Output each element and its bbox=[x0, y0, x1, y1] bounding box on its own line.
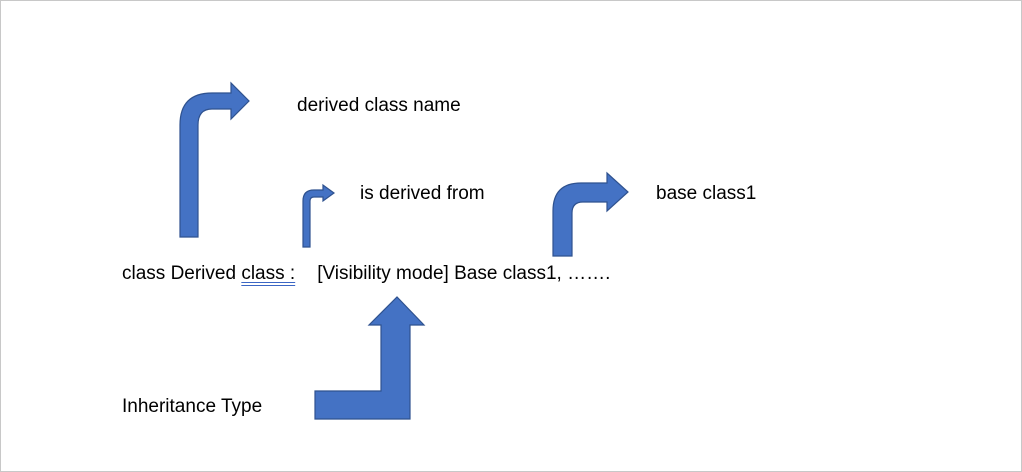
syntax-line: class Derived class : [Visibility mode] B… bbox=[122, 263, 610, 285]
arrow-to-base-class1 bbox=[552, 171, 629, 257]
arrow-to-derived-class-name bbox=[179, 81, 250, 238]
label-base-class1: base class1 bbox=[656, 183, 757, 204]
syntax-class-derived: class Derived bbox=[122, 263, 237, 284]
arrow-inheritance-type bbox=[314, 296, 426, 420]
syntax-class-colon: class : bbox=[241, 263, 296, 284]
arrow-to-is-derived-from bbox=[302, 183, 336, 248]
label-is-derived-from: is derived from bbox=[360, 183, 485, 204]
label-derived-class-name: derived class name bbox=[297, 95, 461, 116]
label-inheritance-type: Inheritance Type bbox=[122, 396, 263, 417]
syntax-visibility-base: [Visibility mode] Base class1, ……. bbox=[317, 263, 611, 284]
